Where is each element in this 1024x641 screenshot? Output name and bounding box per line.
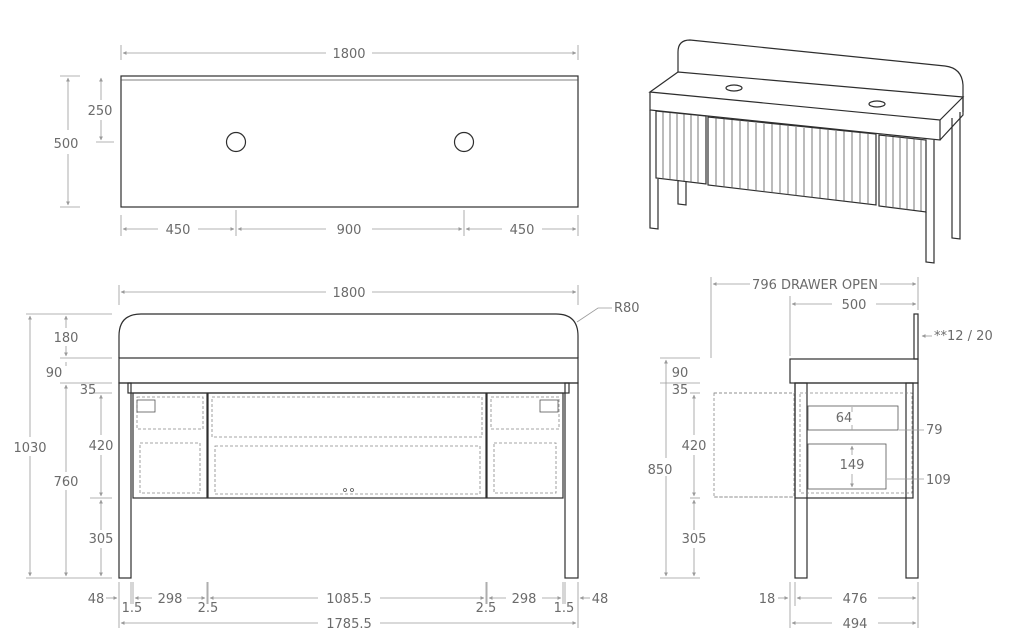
side-depth-bottom-label: 494: [843, 617, 868, 632]
front-leg-left-label: 48: [88, 592, 105, 607]
front-leg-height-label: 305: [89, 532, 114, 547]
front-view: 1800 R80 180 90 35 420 305 760: [13, 285, 640, 632]
tap-hole-right: [453, 131, 475, 153]
front-body-height-label: 760: [54, 475, 79, 490]
plan-hole-offset-label: 250: [88, 104, 113, 119]
side-depth-inner-label: 476: [843, 592, 868, 607]
front-drawer-height-label: 420: [89, 439, 114, 454]
iso-hole-right: [868, 100, 886, 108]
plan-spacing-right-label: 450: [510, 223, 535, 238]
side-drawer-height-label: 420: [682, 439, 707, 454]
front-drawer-right-label: 298: [512, 592, 537, 607]
plan-spacing-mid-label: 900: [337, 223, 362, 238]
side-drawer-open-label: 796 DRAWER OPEN: [752, 278, 878, 293]
front-gap-left-1-label: 1.5: [122, 601, 143, 616]
side-top-height-label: 90: [672, 366, 689, 381]
plan-view: 1800 500 250 450 900 450: [54, 45, 579, 238]
front-drawer-left-label: 298: [158, 592, 183, 607]
isometric-view: [648, 39, 965, 264]
front-gap-height-label: 35: [80, 383, 97, 398]
side-leg-height-label: 305: [682, 532, 707, 547]
iso-hole-left: [725, 84, 743, 92]
front-width-label: 1800: [332, 286, 365, 301]
front-splash-height-label: 180: [54, 331, 79, 346]
front-drawer-mid-label: 1085.5: [326, 592, 372, 607]
side-total-height-label: 850: [648, 463, 673, 478]
side-gap-height-label: 35: [672, 383, 689, 398]
front-gap-right-2-label: 2.5: [476, 601, 497, 616]
side-upstand-label: **12 / 20: [934, 329, 993, 344]
plan-depth-label: 500: [54, 137, 79, 152]
plan-spacing-left-label: 450: [166, 223, 191, 238]
plan-width-label: 1800: [332, 47, 365, 62]
front-inner-width-label: 1785.5: [326, 617, 372, 632]
side-right-2-label: 109: [926, 473, 951, 488]
front-gap-left-2-label: 2.5: [198, 601, 219, 616]
side-view: 796 DRAWER OPEN 500 **12 / 20 90 35 420 …: [648, 277, 993, 632]
side-back-offset-label: 18: [759, 592, 776, 607]
front-leg-right-label: 48: [592, 592, 609, 607]
front-top-height-label: 90: [46, 366, 63, 381]
side-inner-2-label: 149: [840, 458, 865, 473]
side-depth-top-label: 500: [842, 298, 867, 313]
front-total-height-label: 1030: [13, 441, 46, 456]
front-radius-label: R80: [614, 301, 640, 316]
side-right-1-label: 79: [926, 423, 943, 438]
tap-hole-left: [225, 131, 247, 153]
side-inner-1-label: 64: [836, 411, 853, 426]
front-gap-right-1-label: 1.5: [554, 601, 575, 616]
